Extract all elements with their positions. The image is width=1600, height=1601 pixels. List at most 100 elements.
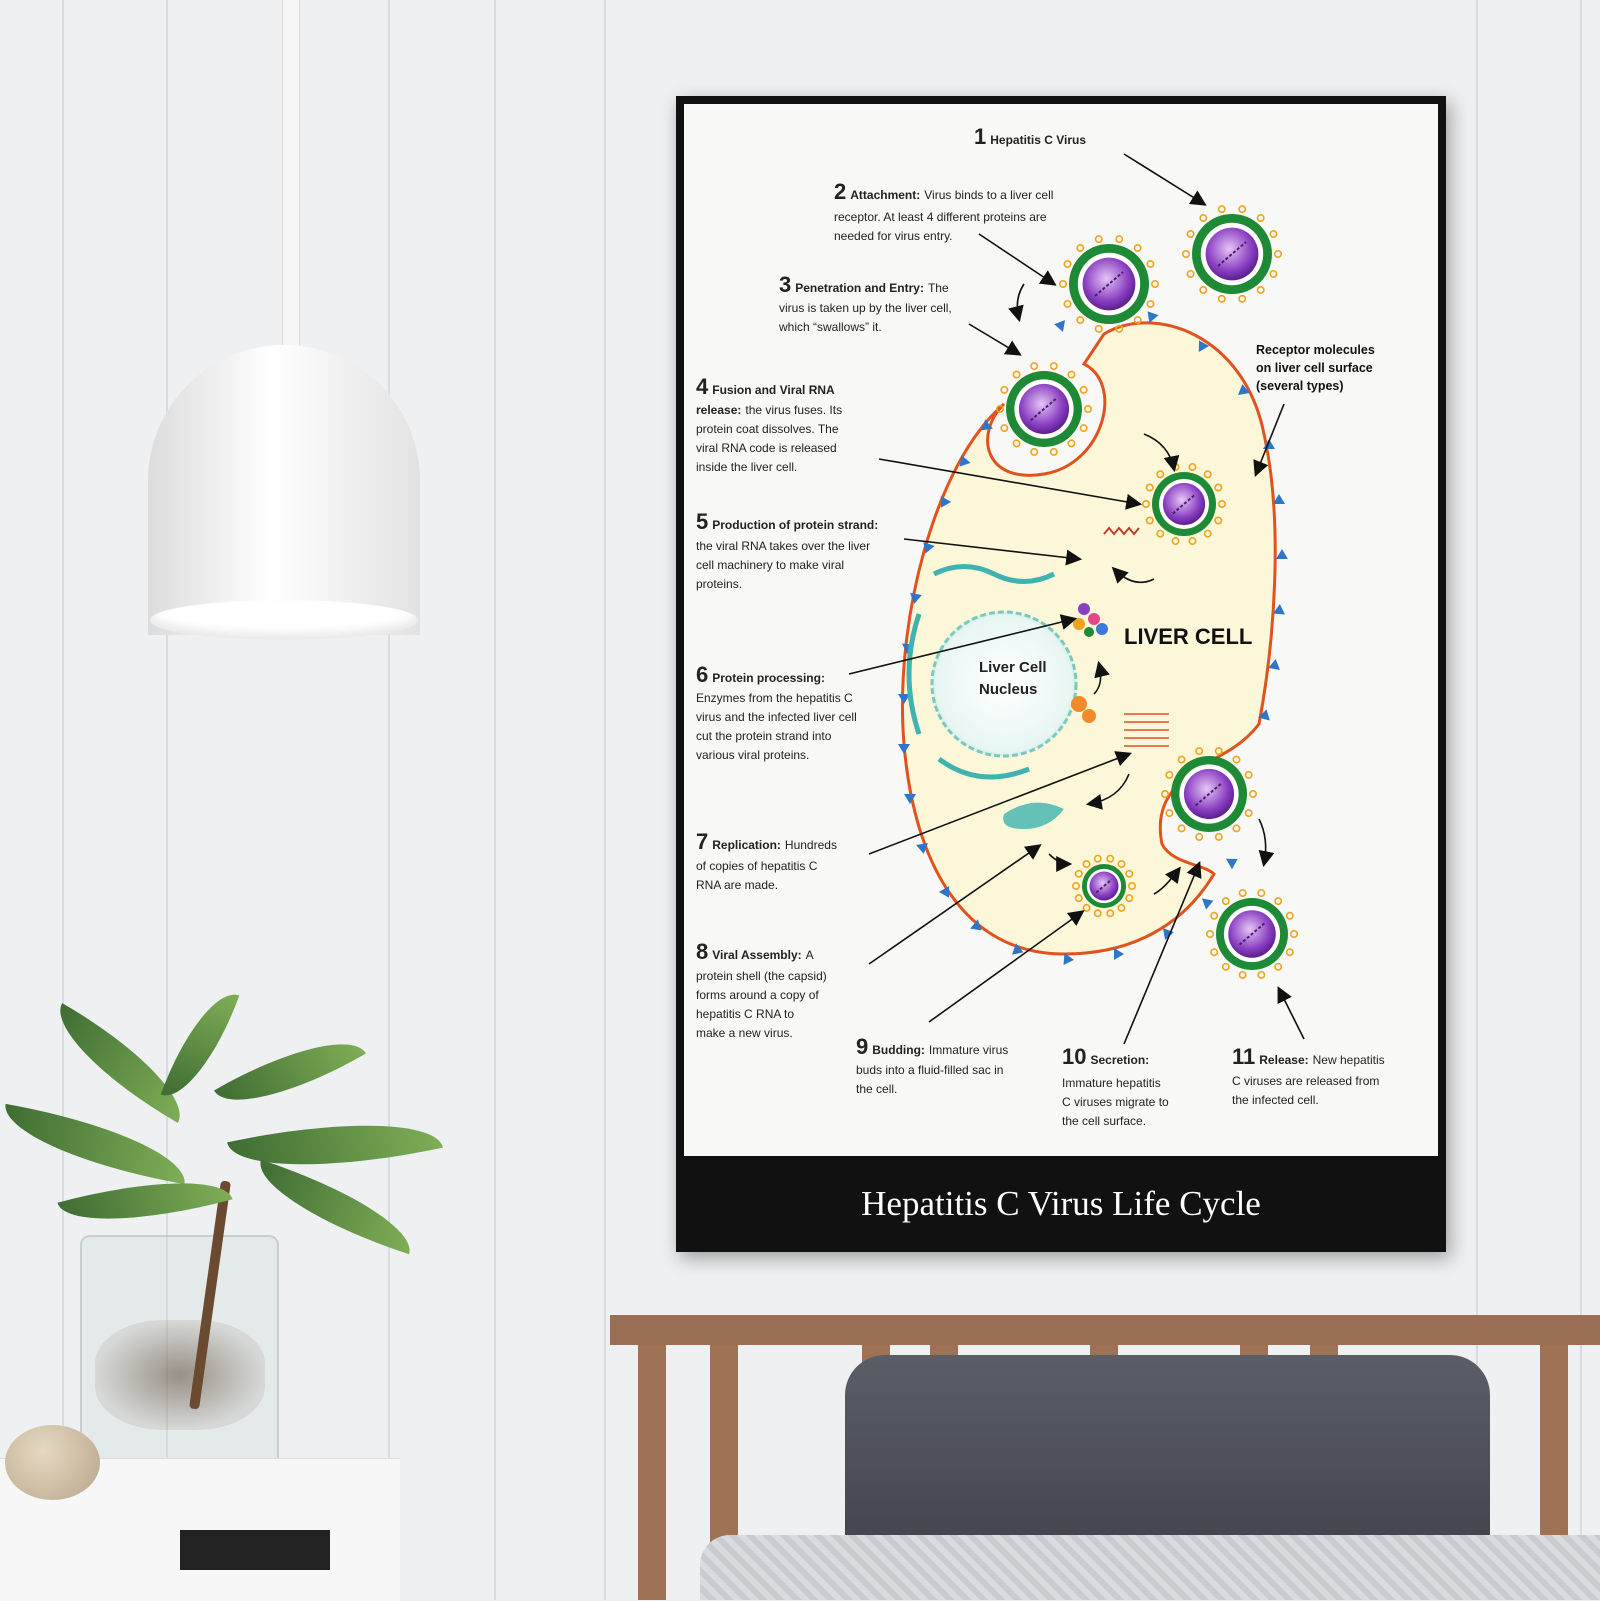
receptor-molecule <box>1263 439 1275 449</box>
step-9-text-line: buds into a fluid-filled sac in <box>856 1063 1003 1077</box>
step-4-text-line: release:the virus fuses. Its <box>696 403 842 417</box>
receptor-molecule <box>1268 659 1280 671</box>
receptor-molecule <box>1114 948 1124 960</box>
step-10-text-line: the cell surface. <box>1062 1114 1146 1128</box>
receptor-molecule <box>910 592 922 604</box>
receptor-molecule <box>904 794 916 804</box>
virus-particle <box>1181 205 1282 303</box>
step-2-text-line: needed for virus entry. <box>834 229 953 243</box>
endoplasmic-reticulum <box>906 613 922 735</box>
step-5-text-line: the viral RNA takes over the liver <box>696 539 870 553</box>
step-8-text-line: forms around a copy of <box>696 988 819 1002</box>
receptor-molecule <box>1011 943 1024 955</box>
virus-particles <box>995 205 1298 979</box>
step-11-text-line: C viruses are released from <box>1232 1074 1379 1088</box>
step-6-text-line: various viral proteins. <box>696 748 809 762</box>
receptor-molecule <box>923 541 935 554</box>
receptor-label-line: Receptor molecules <box>1256 343 1375 357</box>
step-6-text-line: Enzymes from the hepatitis C <box>696 691 853 705</box>
receptor-molecule <box>898 744 910 754</box>
nucleus-label-line: Liver Cell <box>979 659 1047 676</box>
step-4-text-line: protein coat dissolves. The <box>696 422 839 436</box>
receptor-molecule <box>1198 340 1210 352</box>
endoplasmic-reticulum <box>937 756 1030 780</box>
receptor-molecule <box>1147 311 1159 323</box>
step-9-text-line: the cell. <box>856 1082 897 1096</box>
receptor-molecule <box>1054 320 1066 332</box>
wall-plank <box>1476 0 1478 1600</box>
step-4-text-line: viral RNA code is released <box>696 441 837 455</box>
receptor-molecule <box>1063 953 1074 965</box>
virus-particle <box>995 362 1092 456</box>
step-6-text-line: virus and the infected liver cell <box>696 710 857 724</box>
nucleus-label-line: Nucleus <box>979 681 1037 698</box>
step-7-text-line: RNA are made. <box>696 878 778 892</box>
bench-top-rail <box>610 1315 1600 1345</box>
receptor-molecule <box>938 886 950 898</box>
step-2-text-line: receptor. At least 4 different proteins … <box>834 210 1047 224</box>
receptor-label-line: (several types) <box>1256 379 1344 393</box>
wall-plank <box>166 0 168 1600</box>
poster-paper: LIVER CELL Liver Cell Nucleus Receptor m… <box>684 104 1438 1156</box>
receptor-molecule <box>959 455 971 467</box>
receptor-molecule <box>1258 709 1270 721</box>
receptor-molecule <box>916 842 928 854</box>
receptor-label: Receptor molecules on liver cell surface… <box>1256 343 1375 393</box>
receptor-molecule <box>1276 549 1288 559</box>
golgi-apparatus <box>1003 802 1064 829</box>
step-arrows <box>848 153 1305 1045</box>
liver-cell-label: LIVER CELL <box>1124 624 1252 649</box>
liver-cell-nucleus <box>930 610 1078 758</box>
step-5-text-line: proteins. <box>696 577 742 591</box>
step-6-text-line: cut the protein strand into <box>696 729 832 743</box>
pendant-lamp <box>148 345 420 635</box>
hcv-life-cycle-diagram: LIVER CELL Liver Cell Nucleus Receptor m… <box>696 124 1385 1128</box>
receptor-molecule <box>970 919 982 931</box>
wall-plank <box>388 0 390 1600</box>
wall-plank <box>604 0 606 1600</box>
shelf-slot <box>180 1530 330 1570</box>
viral-rna-strand <box>1103 526 1140 536</box>
step-3-text-line: which “swallows” it. <box>778 320 882 334</box>
step-8-text-line: hepatitis C RNA to <box>696 1007 794 1021</box>
viral-proteins <box>1071 603 1108 723</box>
wall-plank <box>62 0 64 1600</box>
wall-plank <box>494 0 496 1600</box>
receptor-molecule <box>1238 384 1250 396</box>
virus-particle <box>1141 462 1226 546</box>
step-7-text-line: of copies of hepatitis C <box>696 859 818 873</box>
lamp-rim <box>150 600 418 640</box>
receptor-molecule <box>981 419 993 431</box>
receptor-molecule <box>1273 494 1285 504</box>
replicated-rna <box>1124 713 1169 747</box>
virus-particle <box>1160 747 1257 841</box>
decorative-pebble <box>5 1425 100 1500</box>
plant-roots <box>95 1320 265 1430</box>
receptor-molecule <box>1273 604 1285 615</box>
step-11-text-line: the infected cell. <box>1232 1093 1319 1107</box>
step-3-text-line: virus is taken up by the liver cell, <box>779 301 952 315</box>
step-5-text-line: cell machinery to make viral <box>696 558 844 572</box>
receptor-molecule <box>1162 928 1174 940</box>
receptor-molecule <box>1201 898 1214 910</box>
endoplasmic-reticulum <box>932 564 1056 584</box>
step-10-text-line: Immature hepatitis <box>1062 1076 1161 1090</box>
lamp-cord <box>282 0 300 350</box>
receptor-molecule <box>898 694 910 704</box>
receptor-label-line: on liver cell surface <box>1256 361 1373 375</box>
receptor-molecule <box>940 496 952 508</box>
virus-particle <box>1058 235 1159 333</box>
wall-plank <box>1580 0 1582 1600</box>
receptor-molecule <box>1226 858 1238 870</box>
